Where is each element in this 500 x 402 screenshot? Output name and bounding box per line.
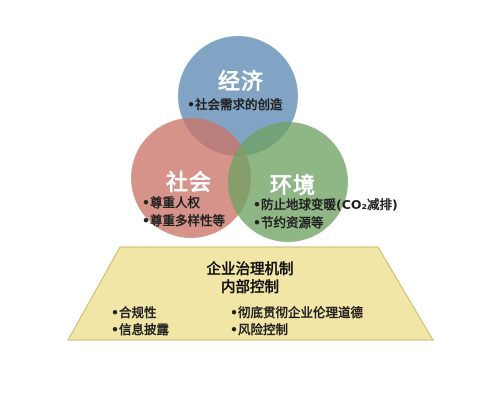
governance-base-trapezoid — [67, 246, 434, 341]
society-circle — [131, 118, 251, 238]
economy-title: 经济 — [218, 70, 265, 95]
base-right-item-1: •彻底贯彻企业伦理道德 — [230, 305, 363, 320]
base-right-item-2: •风险控制 — [230, 322, 288, 337]
environment-title: 环境 — [270, 174, 317, 199]
economy-item-1: •社会需求的创造 — [187, 97, 283, 112]
society-item-2: •尊重多样性等 — [142, 213, 225, 228]
base-title-line1: 企业治理机制 — [206, 262, 294, 278]
environment-circle — [228, 122, 348, 242]
society-item-1: •尊重人权 — [142, 195, 200, 210]
base-left-item-1: •合规性 — [111, 305, 157, 320]
environment-item-1: •防止地球变暖(CO₂减排) — [253, 197, 398, 212]
society-title: 社会 — [166, 171, 213, 196]
environment-item-2: •节约资源等 — [253, 215, 324, 230]
base-left-item-2: •信息披露 — [111, 322, 169, 337]
base-title-line2: 内部控制 — [221, 280, 279, 296]
